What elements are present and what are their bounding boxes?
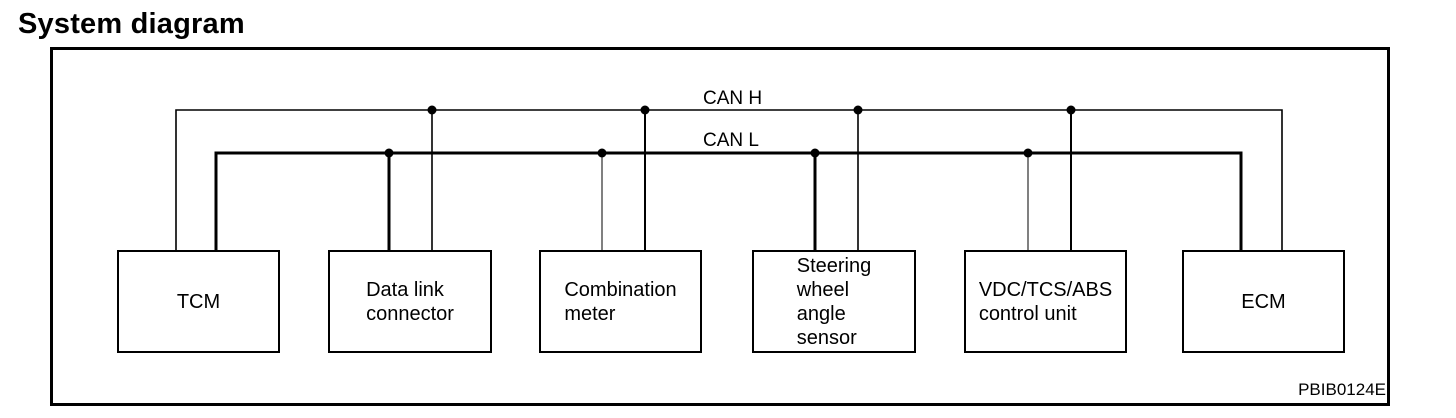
node-tcm-label: TCM: [176, 290, 221, 313]
steering-can-l-junction: [810, 148, 820, 158]
vdc-can-h-junction: [1066, 105, 1076, 115]
meter-can-l-junction: [597, 148, 607, 158]
can-l-line: [214, 151, 1243, 250]
dlc-can-h-junction: [427, 105, 437, 115]
node-combination-meter: Combination meter: [539, 250, 702, 353]
dlc-can-l-junction: [384, 148, 394, 158]
node-steering-wheel-angle-sensor: Steering wheel angle sensor: [752, 250, 916, 353]
node-tcm: TCM: [117, 250, 280, 353]
diagram-frame: [50, 47, 1390, 406]
node-combination-meter-label: Combination meter: [564, 278, 677, 325]
node-ecm: ECM: [1182, 250, 1345, 353]
node-data-link-connector-label: Data link connector: [366, 278, 454, 325]
can-l-label: CAN L: [703, 130, 759, 151]
node-steering-wheel-angle-sensor-label: Steering wheel angle sensor: [796, 254, 872, 349]
meter-can-h-junction: [640, 105, 650, 115]
vdc-can-l-junction: [1023, 148, 1033, 158]
node-vdc-tcs-abs-control-unit: VDC/TCS/ABS control unit: [964, 250, 1127, 353]
steering-can-h-junction: [853, 105, 863, 115]
node-ecm-label: ECM: [1241, 290, 1286, 313]
diagram-title: System diagram: [18, 8, 245, 40]
figure-code: PBIB0124E: [1298, 380, 1386, 399]
node-vdc-tcs-abs-control-unit-label: VDC/TCS/ABS control unit: [978, 278, 1113, 325]
can-h-label: CAN H: [703, 88, 763, 109]
can-h-line: [175, 109, 1283, 250]
node-data-link-connector: Data link connector: [328, 250, 492, 353]
